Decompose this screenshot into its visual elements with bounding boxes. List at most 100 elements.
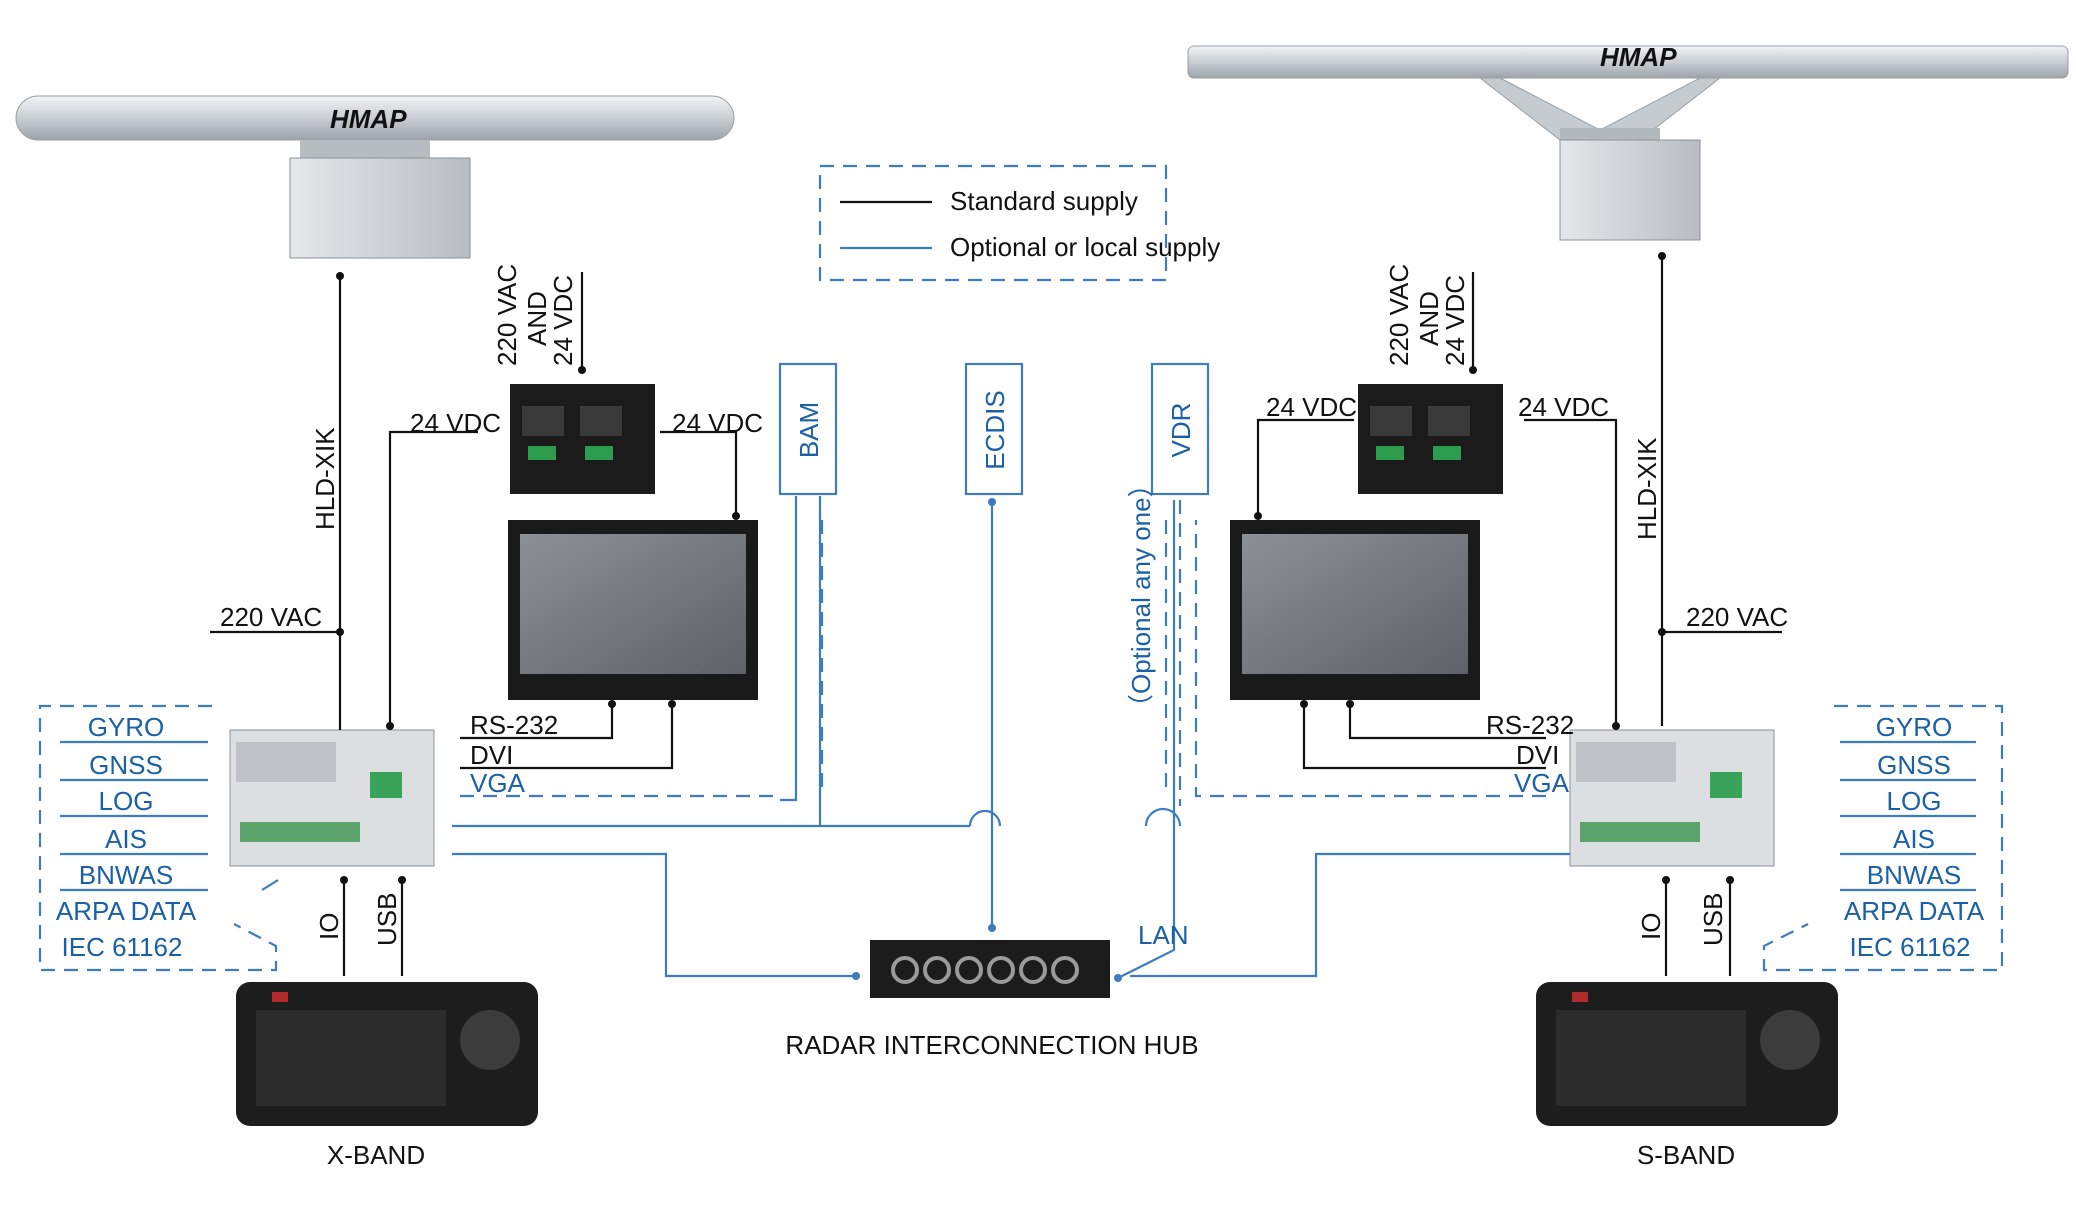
labels: 220 VAC AND 24 VDC 220 VAC AND 24 VDC 24… [220, 264, 1788, 1170]
io-label: IO [1636, 913, 1666, 940]
monitor-screen [520, 534, 746, 674]
x-band-label: X-BAND [327, 1140, 425, 1170]
psu-terminal [585, 446, 613, 460]
psu-body [510, 384, 655, 494]
power-in-line3: 24 VDC [548, 275, 578, 366]
ecdis-label: ECDIS [980, 390, 1010, 469]
sensor-group-left: GYRO GNSS LOG AIS BNWAS ARPA DATA IEC 61… [38, 704, 278, 972]
sensor-gnss: GNSS [89, 750, 163, 780]
power-supply-right [1358, 384, 1503, 494]
processor-terminal [1710, 772, 1742, 798]
hld-xik-label: HLD-XIK [310, 427, 340, 530]
sensor-gyro: GYRO [1876, 712, 1953, 742]
psu-terminal [528, 446, 556, 460]
sensor-arpa-data: ARPA DATA [56, 896, 197, 926]
sensor-log: LOG [1887, 786, 1942, 816]
trackball-icon [1760, 1010, 1820, 1070]
vac-label: 220 VAC [1686, 602, 1788, 632]
hub-label: RADAR INTERCONNECTION HUB [785, 1030, 1198, 1060]
monitor-left [508, 520, 758, 700]
vga-label: VGA [470, 768, 526, 798]
vdr-box [1150, 362, 1210, 496]
processor-ports [1576, 742, 1676, 782]
standard-wiring [210, 252, 1782, 976]
dvi-label: DVI [470, 740, 513, 770]
vdr-label: VDR [1166, 403, 1196, 458]
vdc-label: 24 VDC [410, 408, 501, 438]
io-label: IO [314, 913, 344, 940]
processor-left [229, 729, 435, 867]
processor-ports [236, 742, 336, 782]
psu-panel [1370, 406, 1412, 436]
sensor-gnss: GNSS [1877, 750, 1951, 780]
rs232-label: RS-232 [470, 710, 558, 740]
legend-standard-label: Standard supply [950, 186, 1138, 216]
s-band-label: S-BAND [1637, 1140, 1735, 1170]
sensor-ais: AIS [1893, 824, 1935, 854]
antenna-brand-logo: HMAP [1600, 42, 1677, 72]
antenna-gearbox [1559, 139, 1701, 241]
bam-box [778, 362, 838, 496]
ecdis-box [964, 362, 1024, 496]
antenna-mount [1478, 77, 1722, 141]
vdc-label: 24 VDC [1266, 392, 1357, 422]
power-in-line2: AND [522, 291, 552, 346]
psu-panel [522, 406, 564, 436]
sensor-iec-61162: IEC 61162 [62, 932, 183, 962]
psu-terminal [1433, 446, 1461, 460]
psu-panel [1428, 406, 1470, 436]
sensor-log: LOG [99, 786, 154, 816]
s-band-antenna: HMAP [1187, 42, 2069, 241]
sensor-bnwas: BNWAS [1867, 860, 1961, 890]
dvi-label: DVI [1516, 740, 1559, 770]
sensor-leaders [1840, 740, 1976, 892]
sensor-gyro: GYRO [88, 712, 165, 742]
sensor-arpa-data: ARPA DATA [1844, 896, 1985, 926]
keyboard-keys [1556, 1010, 1746, 1106]
vdc-label: 24 VDC [1518, 392, 1609, 422]
power-supply-left [510, 384, 655, 494]
usb-label: USB [1698, 893, 1728, 946]
keyboard-indicator [1572, 992, 1588, 1002]
optional-wiring [261, 496, 1570, 982]
psu-terminal [1376, 446, 1404, 460]
legend-optional-label: Optional or local supply [950, 232, 1220, 262]
sensor-iec-61162: IEC 61162 [1850, 932, 1971, 962]
bam-label: BAM [794, 402, 824, 458]
antenna-brand-logo: HMAP [330, 104, 407, 134]
processor-io-block [240, 822, 360, 842]
antenna-pedestal [1560, 128, 1660, 142]
sensor-frame [38, 704, 278, 972]
sensor-leaders [60, 740, 208, 892]
hub-ports [891, 956, 1079, 984]
x-band-antenna: HMAP [15, 95, 735, 259]
psu-panel [580, 406, 622, 436]
keyboard-indicator [272, 992, 288, 1002]
power-in-line1: 220 VAC [1384, 264, 1414, 366]
power-in-line1: 220 VAC [492, 264, 522, 366]
vac-label: 220 VAC [220, 602, 322, 632]
antenna-radiator [1187, 45, 2069, 79]
legend: Standard supply Optional or local supply [818, 164, 1220, 282]
sensor-ais: AIS [105, 824, 147, 854]
processor-terminal [370, 772, 402, 798]
sensor-group-right: GYRO GNSS LOG AIS BNWAS ARPA DATA IEC 61… [1762, 704, 2004, 972]
power-in-line2: AND [1414, 291, 1444, 346]
lan-label: LAN [1138, 920, 1189, 950]
antenna-pedestal [300, 140, 430, 162]
processor-io-block [1580, 822, 1700, 842]
monitor-right [1230, 520, 1480, 700]
optional-note: （Optional any one） [1126, 471, 1156, 720]
antenna-gearbox [289, 157, 471, 259]
radar-interconnection-hub [870, 940, 1110, 998]
vdc-label: 24 VDC [672, 408, 763, 438]
sensor-frame [1762, 704, 2004, 972]
keyboard-keys [256, 1010, 446, 1106]
power-in-line3: 24 VDC [1440, 275, 1470, 366]
usb-label: USB [372, 893, 402, 946]
sensor-bnwas: BNWAS [79, 860, 173, 890]
processor-right [1569, 729, 1775, 867]
keyboard-right [1536, 982, 1838, 1126]
trackball-icon [460, 1010, 520, 1070]
